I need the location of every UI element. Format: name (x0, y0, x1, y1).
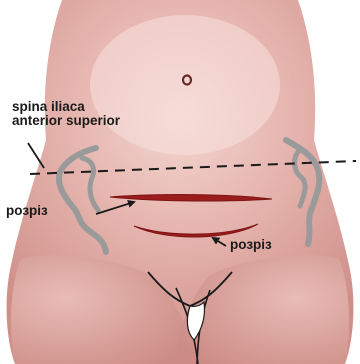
landmark-label-line1: spina iliaca (12, 100, 85, 114)
landmark-label-line2: anterior superior (12, 114, 120, 128)
left-incision-label: розріз (6, 204, 48, 218)
right-incision-label: розріз (230, 238, 272, 252)
